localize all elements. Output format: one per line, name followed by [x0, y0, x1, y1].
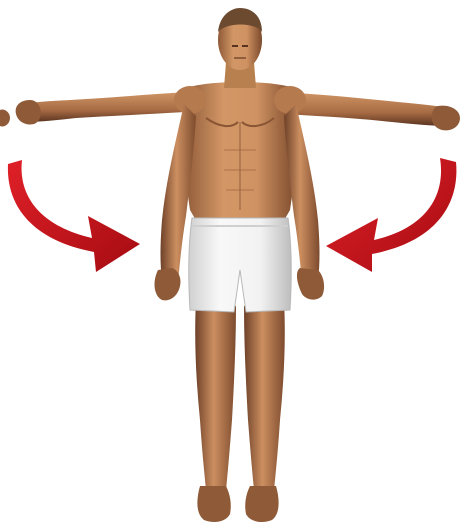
torso: [174, 82, 306, 224]
